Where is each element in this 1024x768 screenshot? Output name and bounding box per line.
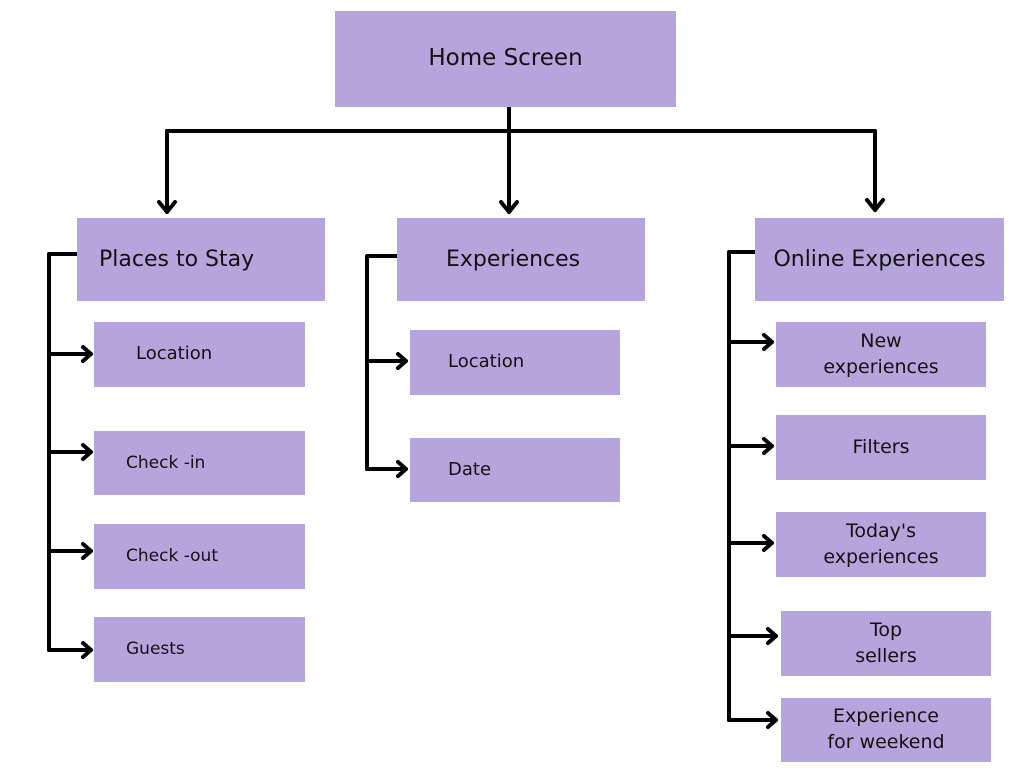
node-date: Date [410,438,620,502]
arrow-places-guests [47,641,93,659]
node-label: Check -out [126,546,218,567]
spine-online [727,250,757,722]
node-label: Top sellers [855,618,917,667]
arrow-experiences-date [365,460,408,478]
node-todays-experiences: Today's experiences [776,512,986,577]
node-label: Check -in [126,452,206,473]
node-location: Location [94,322,305,387]
arrow-places-checkout [47,542,93,560]
node-label: Date [448,458,492,480]
node-label: Guests [126,639,185,660]
category-places-to-stay: Places to Stay [77,218,325,301]
arrow-places-checkin [47,443,93,461]
arrow-online-weekend [727,711,778,729]
node-location: Location [410,330,620,395]
root-box: Home Screen [335,11,676,107]
arrow-online-filters [727,437,774,455]
arrow-places-location [47,345,93,363]
node-new-experiences: New experiences [776,322,986,387]
category-online-experiences: Online Experiences [755,218,1004,301]
root-label: Home Screen [428,45,583,72]
node-label: Location [136,343,213,365]
arrow-online-today [727,534,774,552]
node-label: Filters [852,435,910,458]
node-experience-for-weekend: Experience for weekend [781,698,991,762]
arrow-online-new [727,333,774,351]
node-top-sellers: Top sellers [781,611,991,676]
arrowhead-places [157,200,177,214]
node-label: Location [448,351,525,373]
arrowhead-experiences [499,200,519,214]
category-label: Online Experiences [773,246,986,272]
arrow-online-top [727,627,778,645]
node-label: Today's experiences [823,519,939,568]
category-label: Places to Stay [99,246,255,272]
arrow-experiences-location [365,352,408,370]
category-label: Experiences [446,246,581,272]
node-label: Experience for weekend [827,705,945,753]
node-guests: Guests [94,617,305,682]
node-check-in: Check -in [94,431,305,495]
category-experiences: Experiences [397,218,645,301]
node-filters: Filters [776,415,986,480]
spine-places [47,252,79,652]
node-check-out: Check -out [94,524,305,589]
arrowhead-online [865,198,885,212]
node-label: New experiences [823,329,939,378]
spine-experiences [365,254,399,471]
